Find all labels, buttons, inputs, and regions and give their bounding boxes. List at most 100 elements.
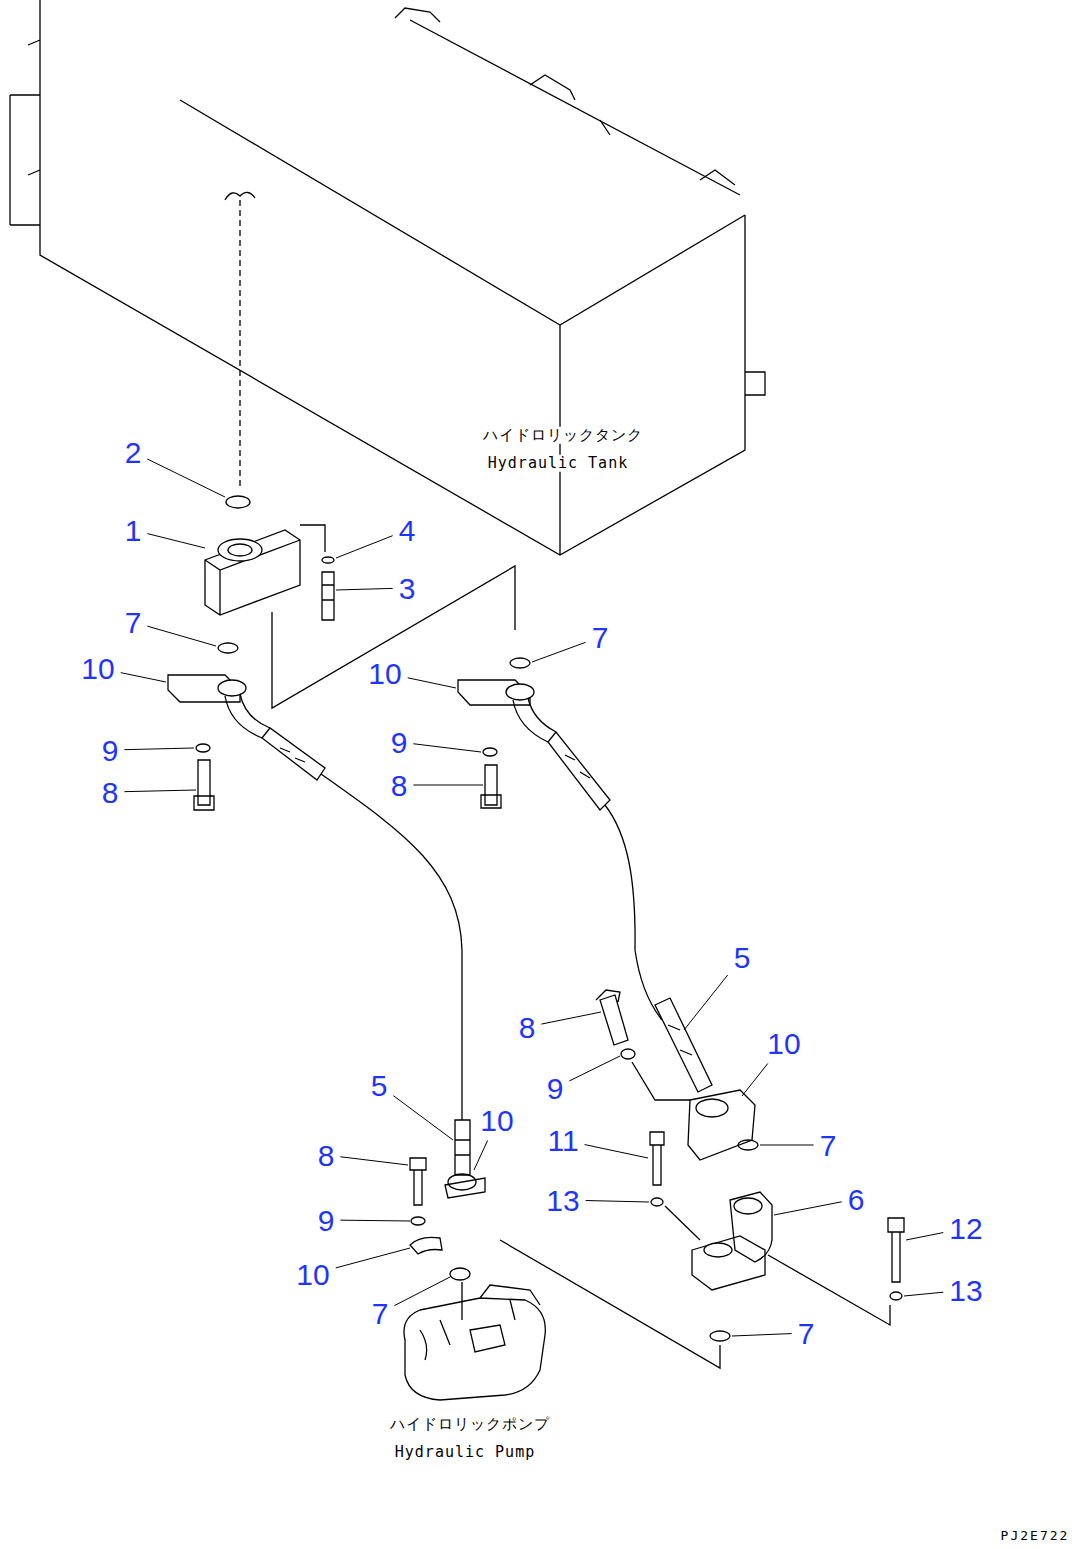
washer: [621, 1049, 635, 1059]
o-ring: [510, 658, 530, 668]
callout-number: 9: [389, 726, 410, 759]
callout-number-holder: 1: [123, 514, 144, 547]
leader-line: [732, 1334, 792, 1336]
part-label: ハイドロリックポンプ: [388, 1416, 552, 1433]
callout-number-holder: 13: [544, 1184, 581, 1217]
callout-number: 8: [100, 776, 121, 809]
leader-line: [147, 534, 205, 548]
callout-number-holder: 7: [123, 606, 144, 639]
assembly-line: [665, 1206, 890, 1325]
callout-number: 1: [123, 514, 144, 547]
callout-number-holder: 7: [590, 621, 611, 654]
drawing-code-holder: PJ2E722: [999, 1529, 1072, 1543]
bolt: [194, 760, 214, 810]
split-flange: [410, 1237, 442, 1254]
leader-line: [906, 1233, 943, 1240]
tank-outlet-line: [239, 200, 240, 488]
bolt: [410, 1158, 426, 1205]
callout-number-holder: 3: [397, 572, 418, 605]
flange: [734, 1198, 762, 1214]
callout-number: 7: [796, 1317, 817, 1350]
leader-line: [904, 1292, 943, 1296]
callout-number: 7: [590, 621, 611, 654]
bolt: [481, 765, 501, 808]
callout-number-holder: 10: [79, 652, 116, 685]
callout-number-holder: 11: [545, 1124, 580, 1157]
o-ring: [738, 1140, 758, 1150]
callout-number-holder: 9: [545, 1072, 566, 1105]
hose-sleeve: [655, 998, 712, 1092]
callout-number: 10: [478, 1104, 515, 1137]
o-ring: [218, 643, 238, 653]
flange-bore: [228, 544, 252, 556]
callout-number: 5: [732, 941, 753, 974]
callout-number: 8: [316, 1139, 337, 1172]
callout-number-holder: 13: [947, 1274, 984, 1307]
callout-number: 13: [947, 1274, 984, 1307]
leader-line: [124, 790, 196, 792]
flange: [696, 1099, 728, 1117]
callout-number: 2: [123, 436, 144, 469]
leader-line: [340, 1220, 410, 1222]
callout-number-holder: 10: [765, 1027, 802, 1060]
washer: [483, 748, 497, 756]
flange: [506, 684, 534, 700]
leader-line: [413, 785, 483, 786]
callout-number-holder: 6: [846, 1183, 867, 1216]
bolt: [596, 990, 628, 1045]
hose-sleeve: [548, 732, 610, 810]
callout-number: 8: [517, 1011, 538, 1044]
split-flange: [692, 1236, 765, 1290]
bolt: [650, 1132, 664, 1185]
callout-number-holder: 5: [732, 941, 753, 974]
leader-line: [413, 744, 481, 752]
leader-line: [121, 673, 166, 682]
callout-number-holder: 8: [517, 1011, 538, 1044]
pump-outline: [404, 1285, 545, 1400]
o-ring: [450, 1268, 470, 1280]
o-ring: [226, 496, 250, 508]
leader-line: [336, 1248, 410, 1268]
callout-number: 10: [765, 1027, 802, 1060]
part-label-holder: Hydraulic Tank: [486, 455, 630, 472]
part-label-holder: ハイドロリックポンプ: [388, 1416, 552, 1433]
leader-line: [147, 459, 225, 497]
callout-number-holder: 12: [947, 1212, 984, 1245]
block: [205, 530, 300, 615]
leader-line: [586, 1201, 649, 1202]
callout-number: 11: [545, 1124, 580, 1157]
flange: [218, 539, 262, 561]
part-label-holder: Hydraulic Pump: [393, 1444, 537, 1461]
assembly-line: [462, 1240, 720, 1368]
callout-number: 7: [370, 1297, 391, 1330]
leader-line: [532, 642, 586, 662]
leader-line: [408, 678, 456, 688]
callout-number-holder: 7: [818, 1129, 839, 1162]
washer: [411, 1217, 425, 1225]
part-label: ハイドロリックタンク: [481, 427, 645, 444]
leader-line: [774, 1202, 842, 1215]
leader-line: [147, 626, 216, 646]
callout-number-holder: 4: [397, 514, 418, 547]
callout-number-holder: 5: [369, 1069, 390, 1102]
leader-line: [569, 1056, 620, 1081]
callout-number: 6: [846, 1183, 867, 1216]
washer: [651, 1198, 663, 1206]
leader-line: [394, 1277, 450, 1306]
assembly-line: [632, 1062, 690, 1100]
tank-detail: [395, 8, 765, 395]
washer: [196, 744, 210, 752]
leader-line: [760, 1145, 814, 1146]
bolt: [322, 572, 334, 620]
washer: [890, 1292, 902, 1300]
leader-line: [336, 588, 393, 590]
hose: [605, 805, 662, 1020]
callout-number-holder: 9: [100, 734, 121, 767]
hose-fitting: [225, 694, 270, 738]
leader-line: [585, 1145, 648, 1158]
part-label: Hydraulic Pump: [393, 1444, 537, 1461]
tank-outline: [10, 0, 745, 555]
callout-number-holder: 10: [294, 1258, 331, 1291]
leader-line: [393, 1096, 453, 1140]
